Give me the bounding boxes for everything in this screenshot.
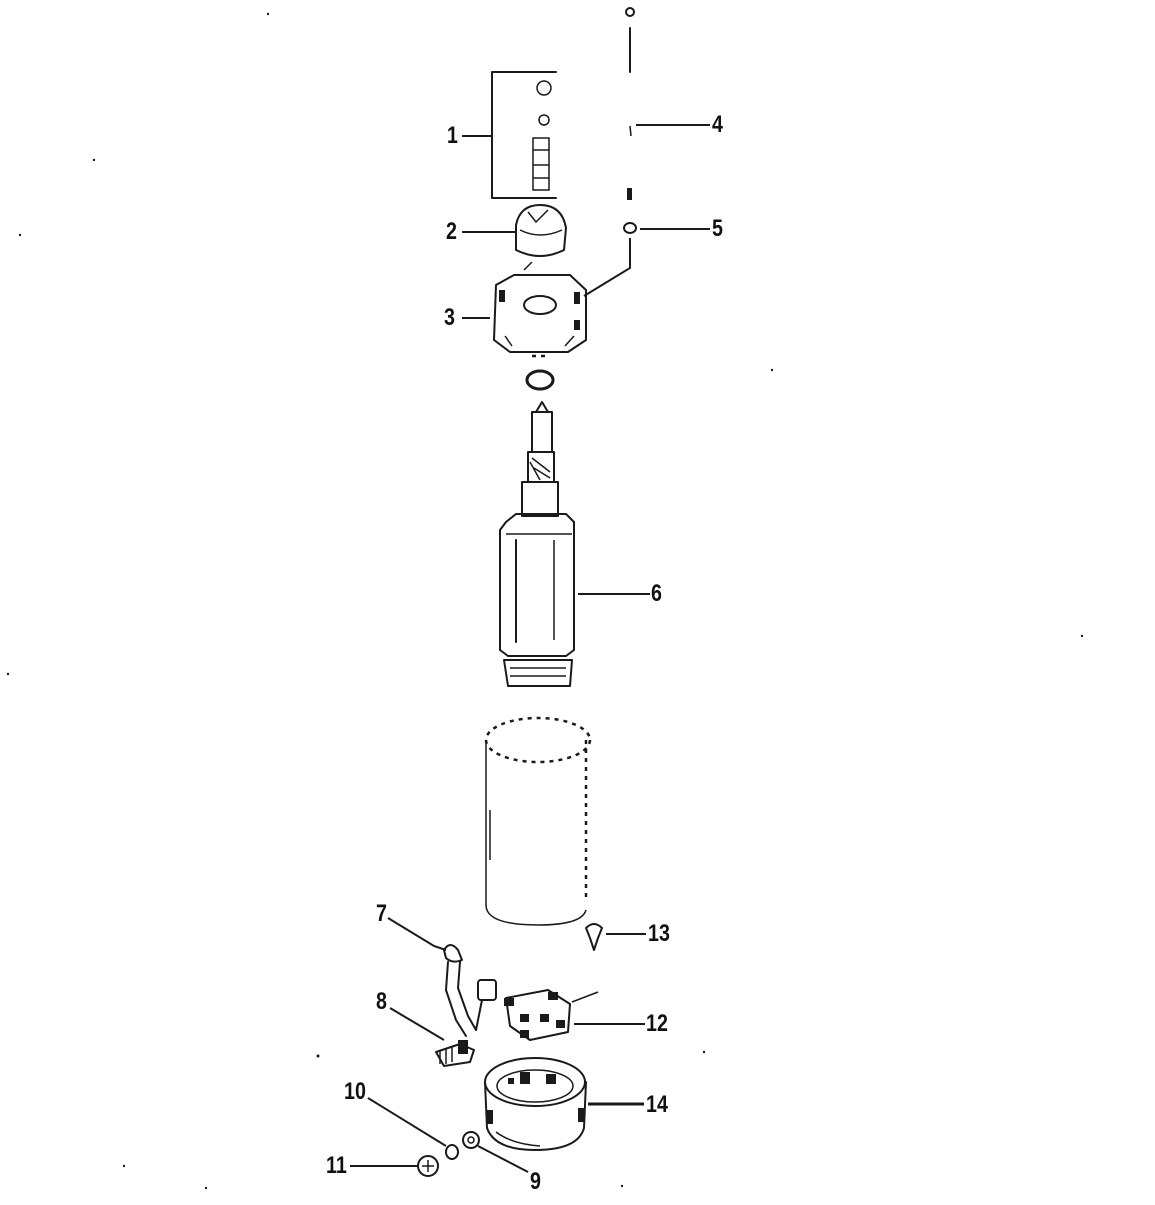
callout-7: 7 xyxy=(376,900,387,927)
callout-2: 2 xyxy=(446,218,457,245)
part-4-thru-bolt xyxy=(625,7,635,200)
part-7-lead-wire xyxy=(443,944,497,1037)
part-1-brush-kit xyxy=(491,71,557,199)
callout-14: 14 xyxy=(646,1091,668,1118)
callout-8: 8 xyxy=(376,988,387,1015)
leader-10 xyxy=(367,1097,447,1147)
part-6-armature xyxy=(499,401,575,687)
part-8-terminal-stud xyxy=(435,1040,475,1067)
part-12-brush-plate xyxy=(504,989,599,1041)
leader-9 xyxy=(477,1145,529,1173)
scan-specks xyxy=(6,12,1084,1190)
washer-ring xyxy=(525,369,555,391)
callout-4: 4 xyxy=(712,111,723,138)
leader-lines xyxy=(350,124,710,1173)
callout-6: 6 xyxy=(651,580,662,607)
callout-10: 10 xyxy=(344,1078,366,1105)
part-2-cap xyxy=(515,204,567,271)
callout-1: 1 xyxy=(447,122,458,149)
part-13-screw xyxy=(585,923,603,951)
callout-9: 9 xyxy=(530,1168,541,1195)
callout-3: 3 xyxy=(444,304,455,331)
callout-5: 5 xyxy=(712,215,723,242)
part-3-end-head xyxy=(493,274,587,358)
part-11-nut xyxy=(417,1155,439,1177)
part-10-lockwasher xyxy=(445,1144,459,1160)
part-14-end-head xyxy=(484,1057,587,1151)
part-5-washer xyxy=(583,222,637,297)
callout-11: 11 xyxy=(326,1152,347,1179)
callout-13: 13 xyxy=(648,920,670,947)
part-9-washer xyxy=(462,1131,480,1149)
callout-12: 12 xyxy=(646,1010,668,1037)
leader-7 xyxy=(387,917,447,951)
leader-8 xyxy=(389,1007,445,1041)
field-frame xyxy=(484,716,592,926)
